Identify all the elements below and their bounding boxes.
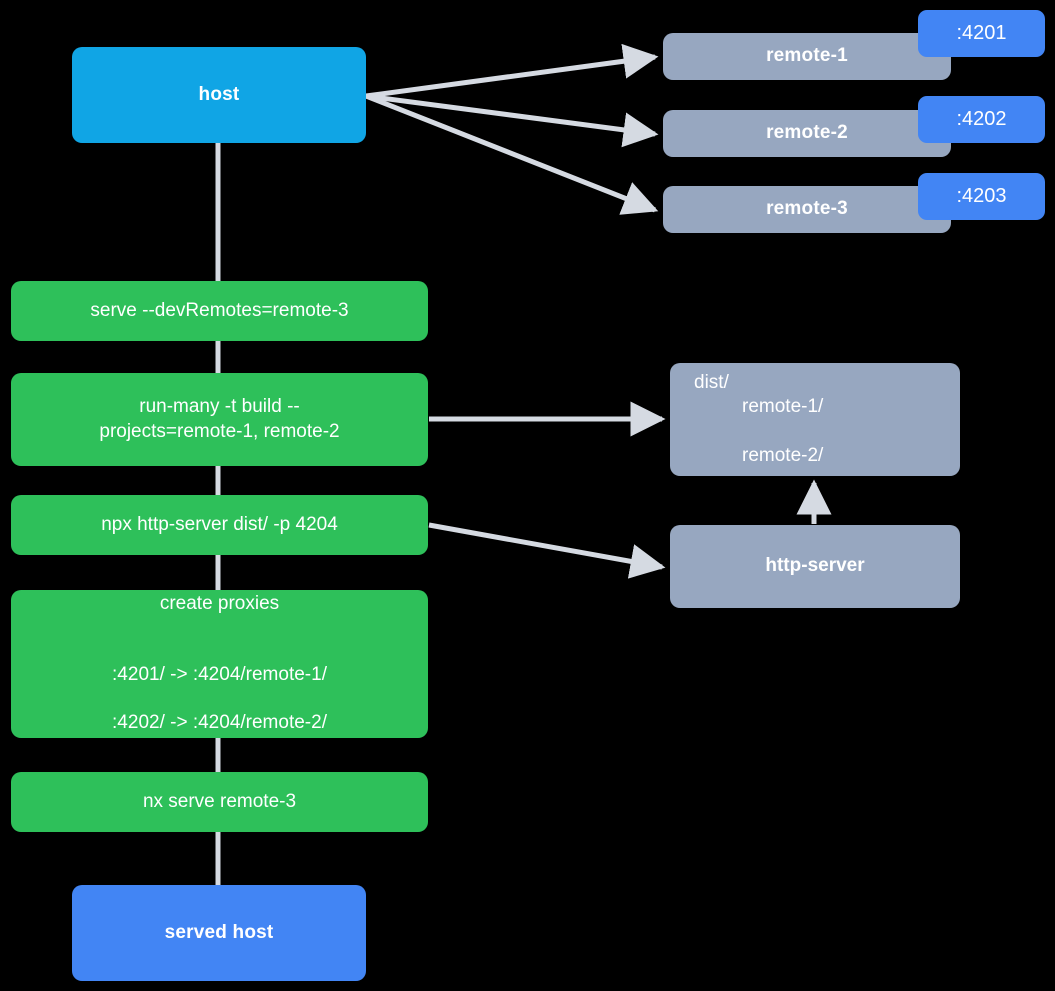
node-command-create-proxies[interactable]: create proxies :4201/ -> :4204/remote-1/… [11,590,428,738]
node-remote-2[interactable]: remote-2 [663,110,951,157]
node-command-npx-http-server[interactable]: npx http-server dist/ -p 4204 [11,495,428,555]
node-command-npx-http-server-label: npx http-server dist/ -p 4204 [101,513,338,535]
port-badge-remote-1: :4201 [918,10,1045,57]
dist-child-remote-2: remote-2/ [742,444,824,466]
node-command-run-many-label: run-many -t build -- projects=remote-1, … [99,396,340,442]
node-served-host[interactable]: served host [72,885,366,981]
port-badge-remote-3: :4203 [918,173,1045,220]
node-remote-3[interactable]: remote-3 [663,186,951,233]
node-command-serve-devremotes[interactable]: serve --devRemotes=remote-3 [11,281,428,341]
node-http-server[interactable]: http-server [670,525,960,608]
node-dist-folder-body: dist/ remote-1/ remote-2/ [670,347,984,493]
create-proxies-mapping-1: :4201/ -> :4204/remote-1/ [112,663,327,685]
edge-host-to-remote-3 [365,93,659,215]
edge-host-to-remote-1 [365,43,659,99]
node-remote-3-label: remote-3 [766,198,848,220]
node-command-serve-devremotes-label: serve --devRemotes=remote-3 [90,299,349,321]
node-http-server-label: http-server [765,555,865,577]
port-badge-remote-2-label: :4202 [956,107,1007,130]
node-command-create-proxies-body: create proxies :4201/ -> :4204/remote-1/… [11,568,428,760]
port-badge-remote-2: :4202 [918,96,1045,143]
dist-root-label: dist/ [694,371,729,393]
node-command-run-many[interactable]: run-many -t build -- projects=remote-1, … [11,373,428,466]
port-badge-remote-3-label: :4203 [956,184,1007,207]
node-dist-folder[interactable]: dist/ remote-1/ remote-2/ [670,363,960,476]
port-badge-remote-1-label: :4201 [956,21,1007,44]
node-host[interactable]: host [72,47,366,143]
edge-npx-to-http-server [428,522,666,579]
node-command-nx-serve-remote-3-label: nx serve remote-3 [142,790,297,812]
dist-child-remote-1: remote-1/ [742,396,824,418]
create-proxies-title: create proxies [159,593,280,615]
node-host-label: host [198,83,240,105]
create-proxies-mapping-2: :4202/ -> :4204/remote-2/ [112,712,327,734]
node-remote-1-label: remote-1 [766,45,848,67]
node-served-host-label: served host [164,921,274,943]
node-remote-2-label: remote-2 [766,122,848,144]
node-command-nx-serve-remote-3[interactable]: nx serve remote-3 [11,772,428,832]
node-remote-1[interactable]: remote-1 [663,33,951,80]
edge-host-to-remote-2 [365,93,659,148]
